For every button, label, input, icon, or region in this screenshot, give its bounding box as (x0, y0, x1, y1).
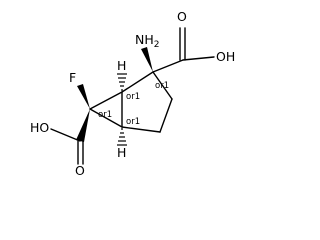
stereo-label-c1: or1 (126, 92, 140, 102)
bond-c6-c5 (89, 108, 123, 128)
bond-c1-c2 (121, 71, 154, 93)
bond-c2-c3 (152, 71, 173, 100)
wedge-amino (141, 47, 153, 72)
bond-c2-cooh (152, 59, 184, 73)
wedge-left-acid (76, 109, 90, 142)
top-acid-hydroxyl-label: OH (216, 49, 235, 64)
stereo-label-c6: or1 (98, 110, 112, 120)
stereo-label-c5: or1 (126, 117, 140, 127)
left-acid-hydroxyl-label: HO (30, 120, 49, 135)
bond-c3-c4 (159, 98, 173, 133)
structure-canvas: NH2 O OH HO O F H H or1 or1 or1 or1 (30, 9, 235, 176)
hydrogen-bottom-label: H (117, 145, 126, 160)
bond-left-acid-oh (50, 128, 81, 142)
left-acid-oxygen-label: O (75, 163, 85, 176)
stereo-label-c2: or1 (155, 81, 169, 91)
amino-label: NH2 (135, 32, 159, 50)
fluorine-label: F (69, 70, 76, 85)
bond-c1-c6 (89, 91, 123, 110)
wedge-fluorine (77, 84, 90, 109)
hash-wedge-h-bottom (117, 128, 127, 146)
bond-c4-c5 (121, 126, 161, 133)
molecule-diagram: NH2 O OH HO O F H H or1 or1 or1 or1 (30, 9, 235, 176)
hash-wedge-h-top (117, 73, 127, 91)
bond-cooh-oh (182, 56, 215, 61)
top-acid-oxygen-label: O (177, 9, 187, 24)
hydrogen-top-label: H (117, 58, 126, 73)
